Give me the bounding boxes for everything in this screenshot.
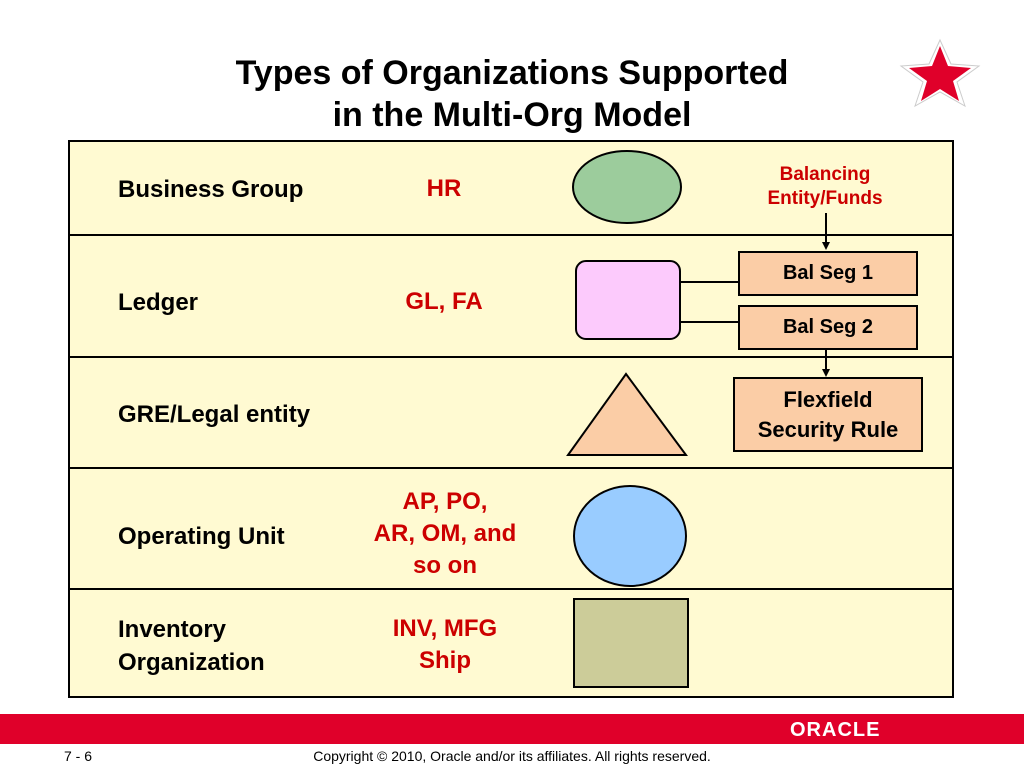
modules-operating-unit: AP, PO, AR, OM, and so on	[373, 488, 517, 579]
business-group-ellipse	[572, 150, 682, 224]
title-line-1: Types of Organizations Supported	[235, 54, 789, 92]
row-label-gre-legal-entity: GRE/Legal entity	[118, 401, 311, 428]
oracle-logo: ORACLE	[790, 719, 881, 741]
bal-seg-2-to-flexfield-arrow-head	[822, 369, 830, 377]
row-operating-unit	[70, 469, 952, 590]
flexfield-line-2: Security Rule	[757, 416, 899, 442]
modules-business-group: HR	[426, 175, 462, 202]
flexfield-line-1: Flexfield	[783, 386, 873, 412]
ledger-rounded-rectangle	[575, 260, 681, 340]
row-business-group	[70, 142, 952, 236]
modules-inventory-organization: INV, MFG Ship	[392, 615, 498, 674]
red-star-icon	[899, 38, 981, 108]
row-label-operating-unit: Operating Unit	[118, 523, 285, 550]
modules-ledger: GL, FA	[405, 288, 483, 315]
gre-legal-entity-triangle	[566, 372, 688, 456]
bal-seg-2-box: Bal Seg 2	[738, 305, 918, 350]
row-label-inventory-organization: Inventory Organization	[118, 616, 265, 676]
footer-bar	[0, 714, 1024, 744]
inventory-organization-rectangle	[573, 598, 689, 688]
flexfield-security-rule-box: Flexfield Security Rule	[733, 377, 923, 452]
title-line-2: in the Multi-Org Model	[332, 96, 692, 134]
balancing-arrow-head	[822, 242, 830, 250]
row-label-business-group: Business Group	[118, 176, 304, 203]
row-label-ledger: Ledger	[118, 289, 199, 316]
bal-seg-1-box: Bal Seg 1	[738, 251, 918, 296]
balancing-entity-label: Balancing Entity/Funds	[767, 164, 883, 209]
bal-seg-1-label: Bal Seg 1	[782, 262, 874, 284]
slide-title: Types of Organizations Supported in the …	[0, 52, 1024, 136]
row-inventory-organization	[70, 590, 952, 696]
operating-unit-ellipse	[573, 485, 687, 587]
page-number: 7 - 6	[64, 748, 93, 764]
bal-seg-2-label: Bal Seg 2	[782, 316, 874, 338]
copyright-notice: Copyright © 2010, Oracle and/or its affi…	[313, 748, 711, 764]
